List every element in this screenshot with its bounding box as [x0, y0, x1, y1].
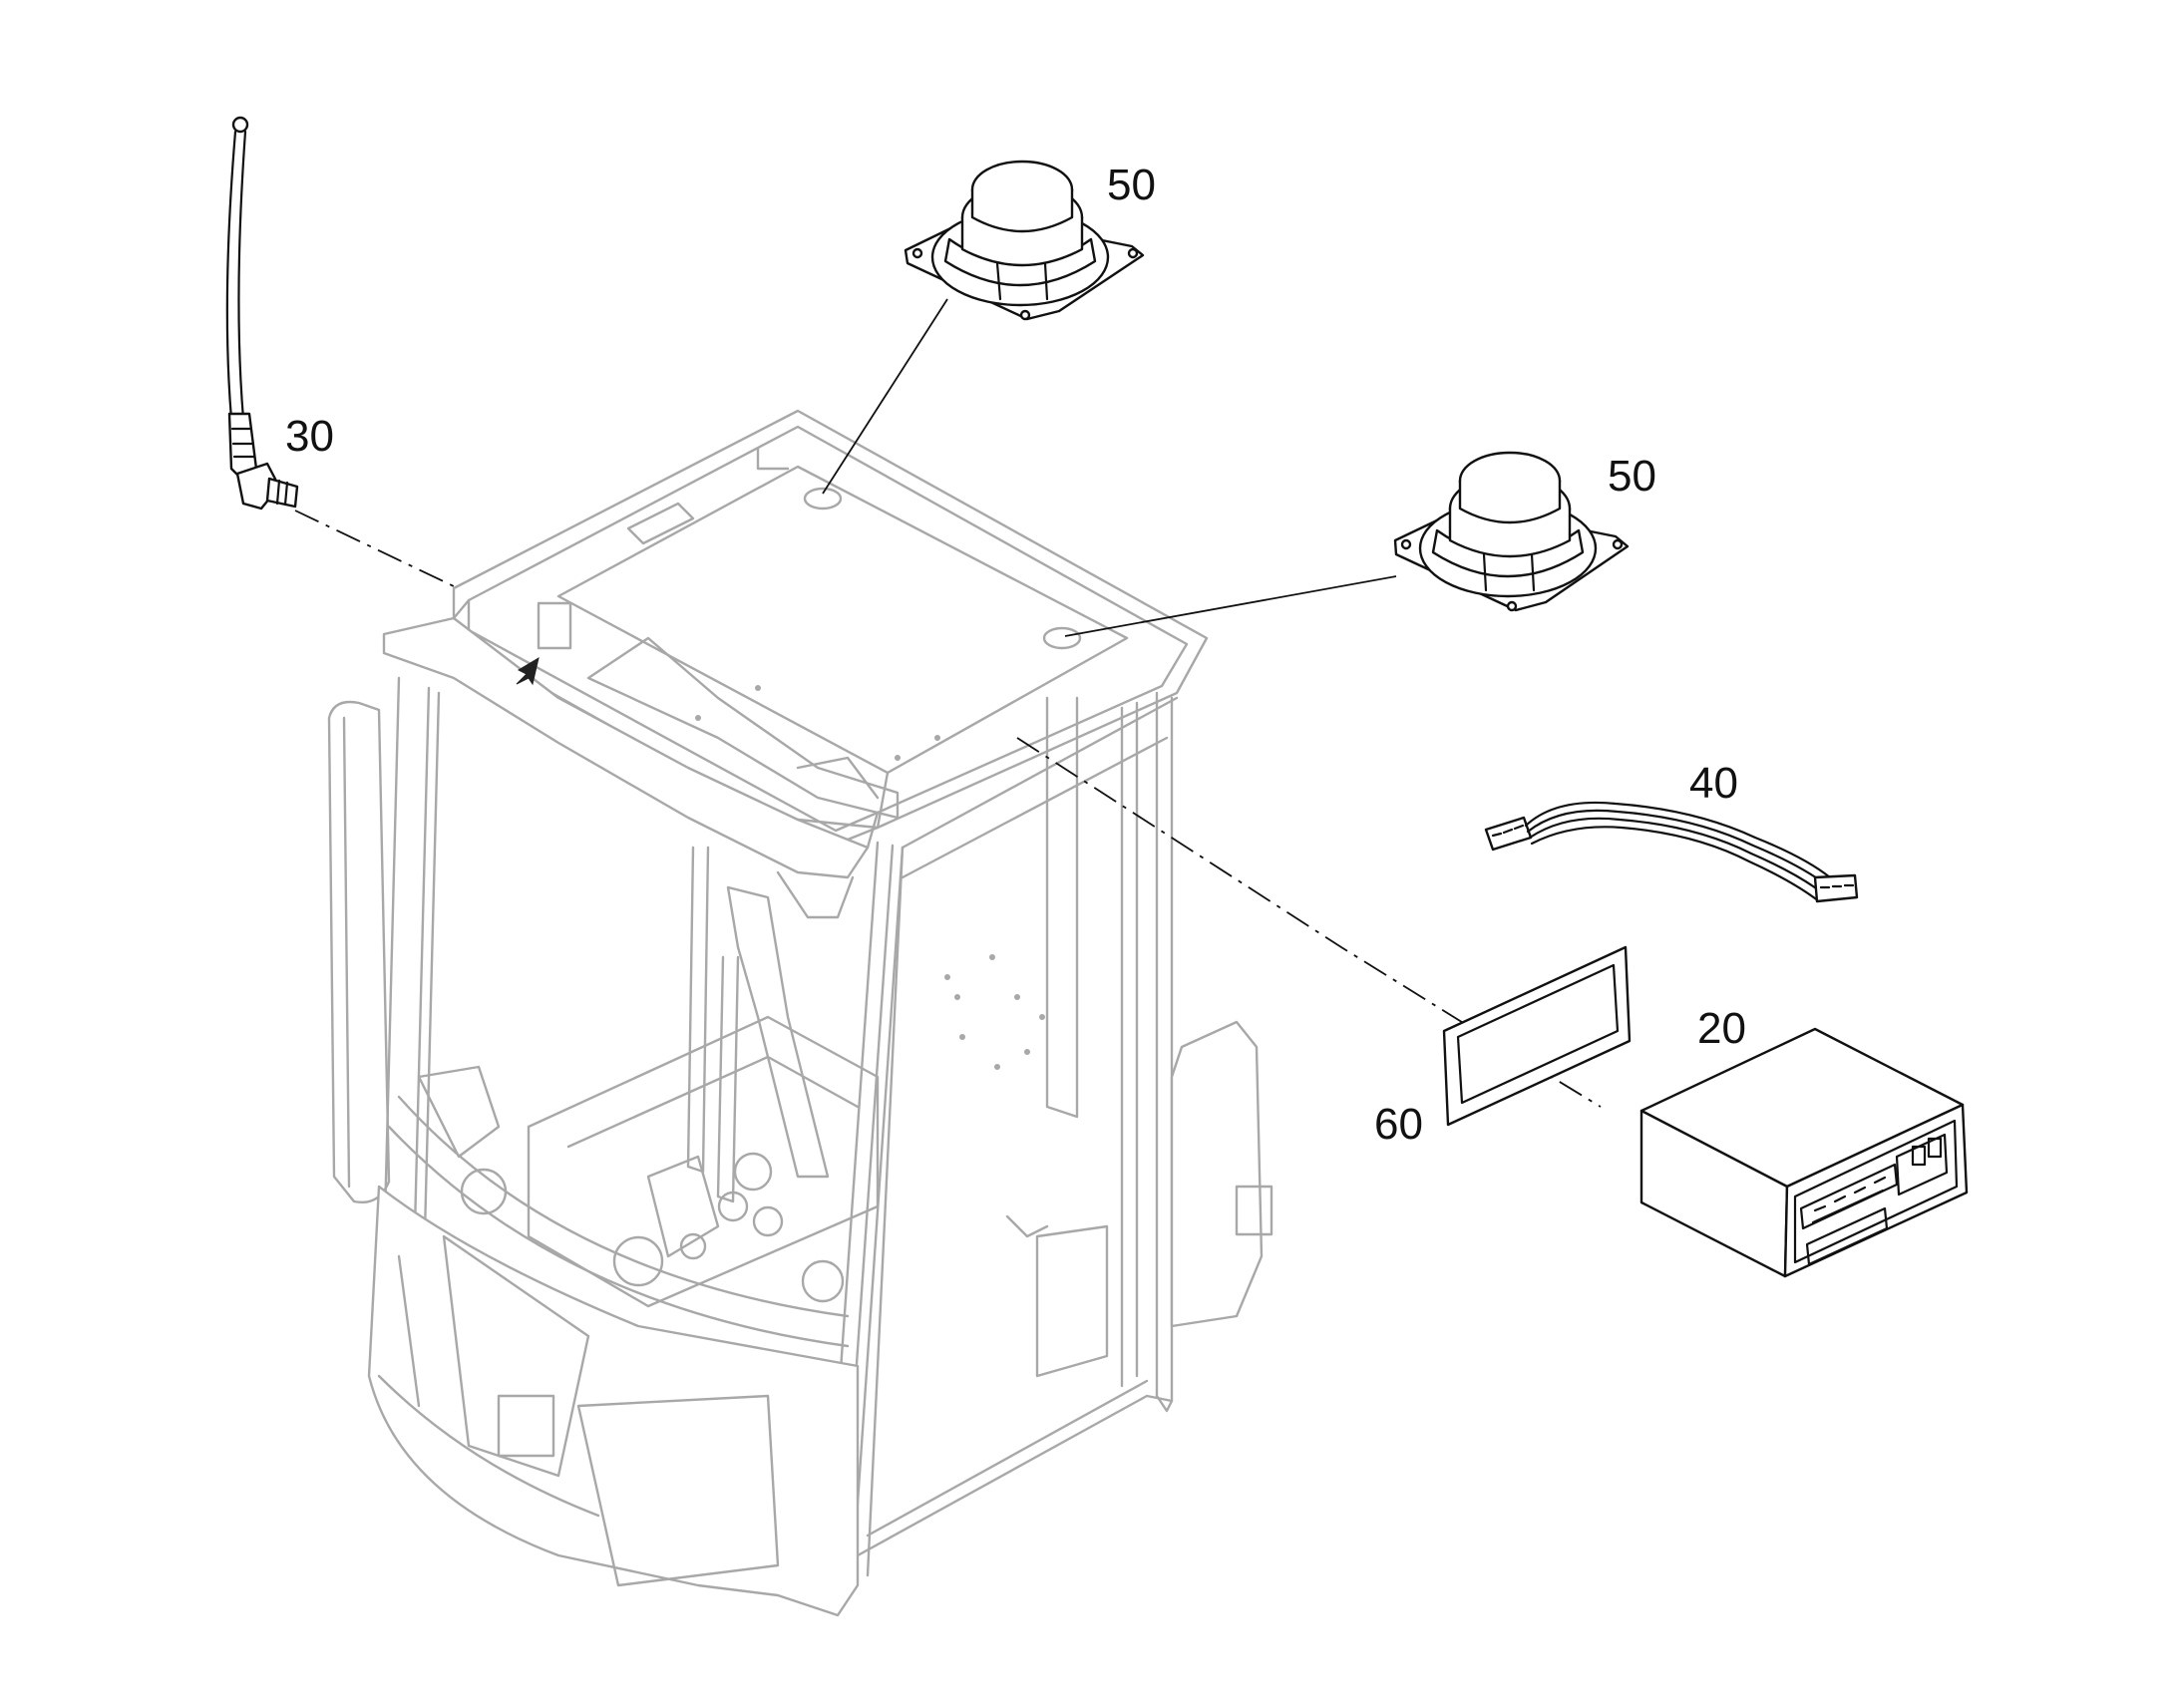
- radio-assembly-line: [1016, 737, 1602, 1108]
- antenna-part-30: [225, 116, 299, 511]
- callout-40: 40: [1689, 759, 1738, 808]
- leader-speaker-right: [1064, 575, 1397, 637]
- wiring-harness-part-40: [1484, 801, 1859, 903]
- callout-30: 30: [285, 412, 334, 461]
- assembly-lines: [294, 510, 1602, 1108]
- speaker-part-50-top: [904, 160, 1145, 321]
- operator-cab: [327, 409, 1273, 1617]
- gasket-part-60: [1442, 945, 1632, 1127]
- radio-unit-part-20: [1639, 1027, 1969, 1278]
- callout-50-top: 50: [1107, 161, 1156, 209]
- roof-speaker-hole-rear: [1042, 626, 1082, 650]
- callout-60: 60: [1374, 1100, 1423, 1149]
- callout-50-right: 50: [1608, 452, 1656, 501]
- leader-lines: [822, 298, 1397, 637]
- speaker-part-50-right: [1393, 451, 1630, 612]
- callout-labels: 30 50 50 40 20 60: [285, 161, 1746, 1149]
- antenna-assembly-line: [294, 510, 455, 587]
- roof-speaker-hole-front: [803, 487, 843, 511]
- callout-20: 20: [1697, 1004, 1746, 1053]
- leader-speaker-top: [822, 298, 948, 495]
